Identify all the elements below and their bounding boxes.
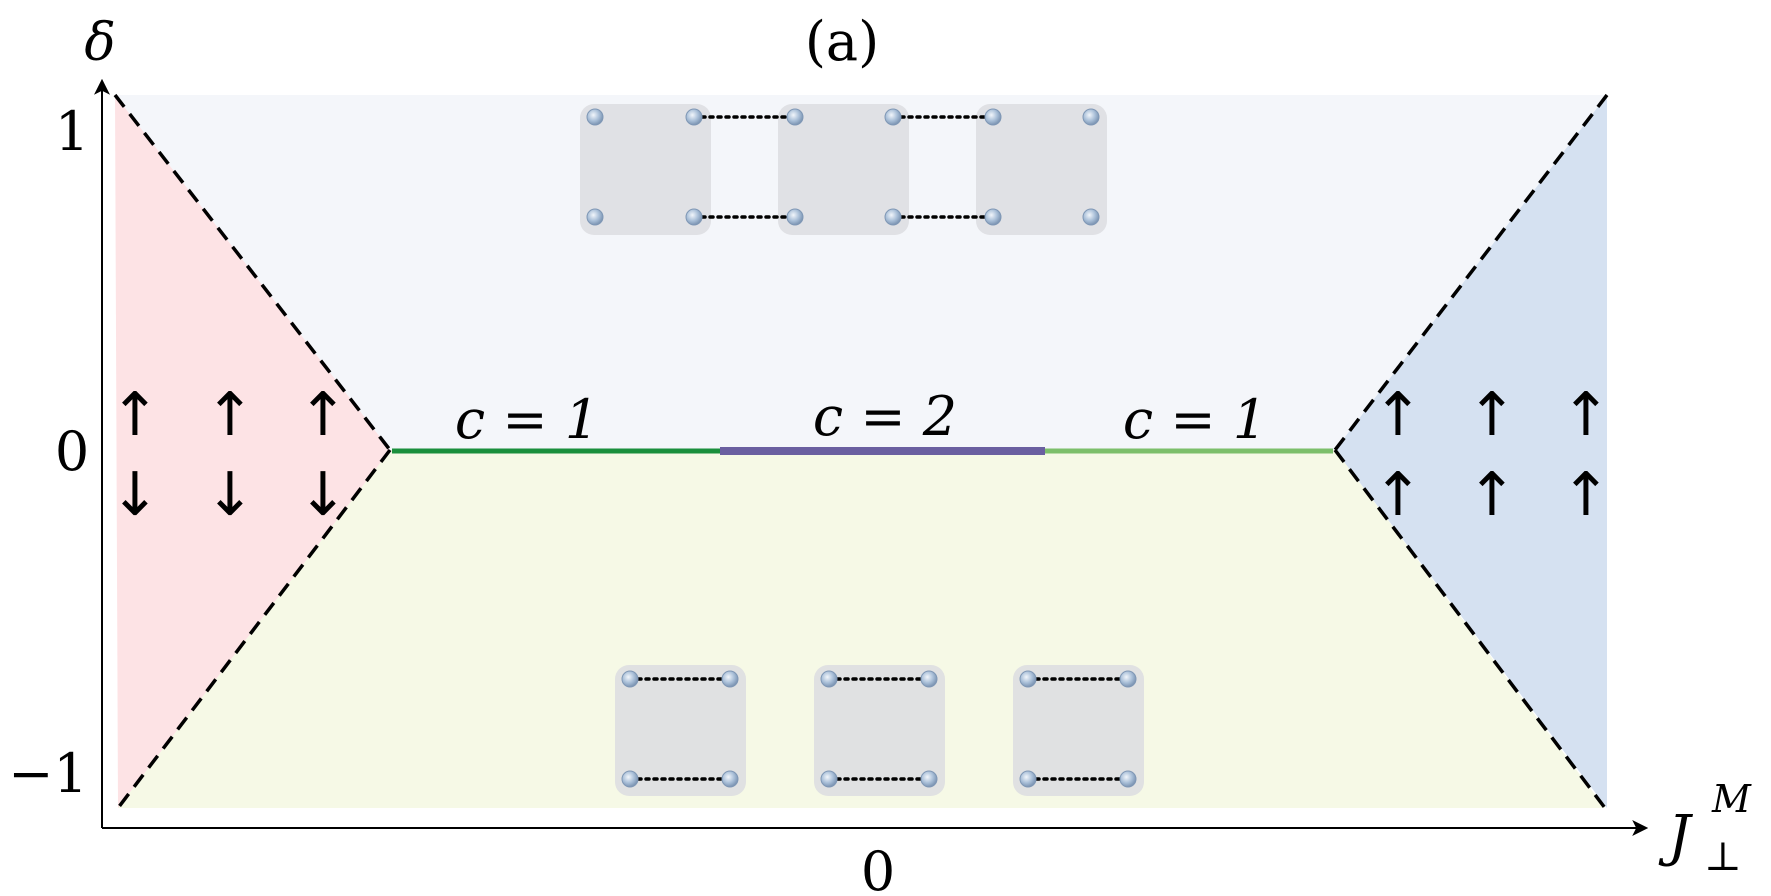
dimer-bonds <box>628 677 1130 781</box>
panel-label: (a) <box>805 10 879 73</box>
spin-arrow: ↓ <box>110 460 160 530</box>
dimer-bonds <box>692 115 995 219</box>
phase-boundaries <box>113 93 1609 810</box>
critical-label-c2: c = 2 <box>813 385 957 448</box>
spin-arrow: ↑ <box>1373 460 1423 530</box>
y-tick-0: 0 <box>55 420 89 483</box>
y-axis-label: δ <box>84 13 115 73</box>
y-tick-1: 1 <box>55 100 89 163</box>
top-phase-region <box>115 95 1607 450</box>
plaquette <box>615 665 746 796</box>
bottom-dimer-inset <box>615 665 1144 796</box>
x-axis-label-subscript: ⊥ <box>1704 834 1742 880</box>
right-phase-region <box>1335 95 1607 808</box>
plaquette <box>814 665 945 796</box>
spin-arrow: ↑ <box>298 380 348 450</box>
critical-label-c1-right: c = 1 <box>1123 388 1267 451</box>
spin-arrow: ↑ <box>1373 380 1423 450</box>
spin-arrow: ↑ <box>1467 380 1517 450</box>
spin-arrow: ↑ <box>1467 460 1517 530</box>
plaquette <box>1013 665 1144 796</box>
critical-label-c1-left: c = 1 <box>455 388 599 451</box>
spin-arrow: ↓ <box>298 460 348 530</box>
left-phase-spins: ↑ ↑ ↑ ↓ ↓ ↓ <box>110 380 348 530</box>
left-phase-region <box>115 95 390 808</box>
plaquette <box>778 104 909 235</box>
bottom-phase-region <box>118 450 1605 808</box>
right-phase-spins: ↑ ↑ ↑ ↑ ↑ ↑ <box>1373 380 1611 530</box>
spin-arrow: ↑ <box>110 380 160 450</box>
plaquette <box>580 104 711 235</box>
x-axis-label-superscript: M <box>1711 777 1752 821</box>
x-axis-label: J <box>1658 804 1694 869</box>
y-tick-minus-1: −1 <box>8 742 88 805</box>
top-dimer-inset <box>580 104 1107 235</box>
spin-arrow: ↓ <box>205 460 255 530</box>
lattice-sites <box>621 670 1137 788</box>
plaquette <box>976 104 1107 235</box>
spin-arrow: ↑ <box>1561 380 1611 450</box>
spin-arrow: ↑ <box>205 380 255 450</box>
spin-arrow: ↑ <box>1561 460 1611 530</box>
x-tick-0: 0 <box>861 840 895 896</box>
lattice-sites <box>586 108 1100 226</box>
